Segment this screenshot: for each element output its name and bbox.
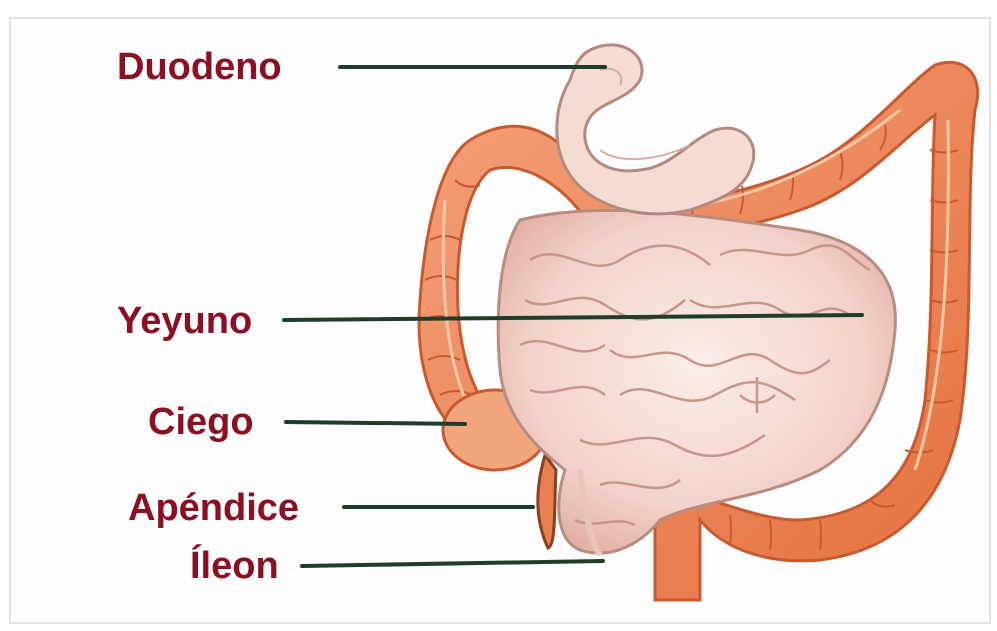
label-duodeno: Duodeno: [117, 46, 282, 88]
leader-ciego: [286, 422, 465, 424]
label-apendice: Apéndice: [128, 487, 299, 529]
label-ileon: Íleon: [190, 543, 279, 587]
label-ciego: Ciego: [148, 401, 254, 443]
label-yeyuno: Yeyuno: [117, 300, 252, 342]
